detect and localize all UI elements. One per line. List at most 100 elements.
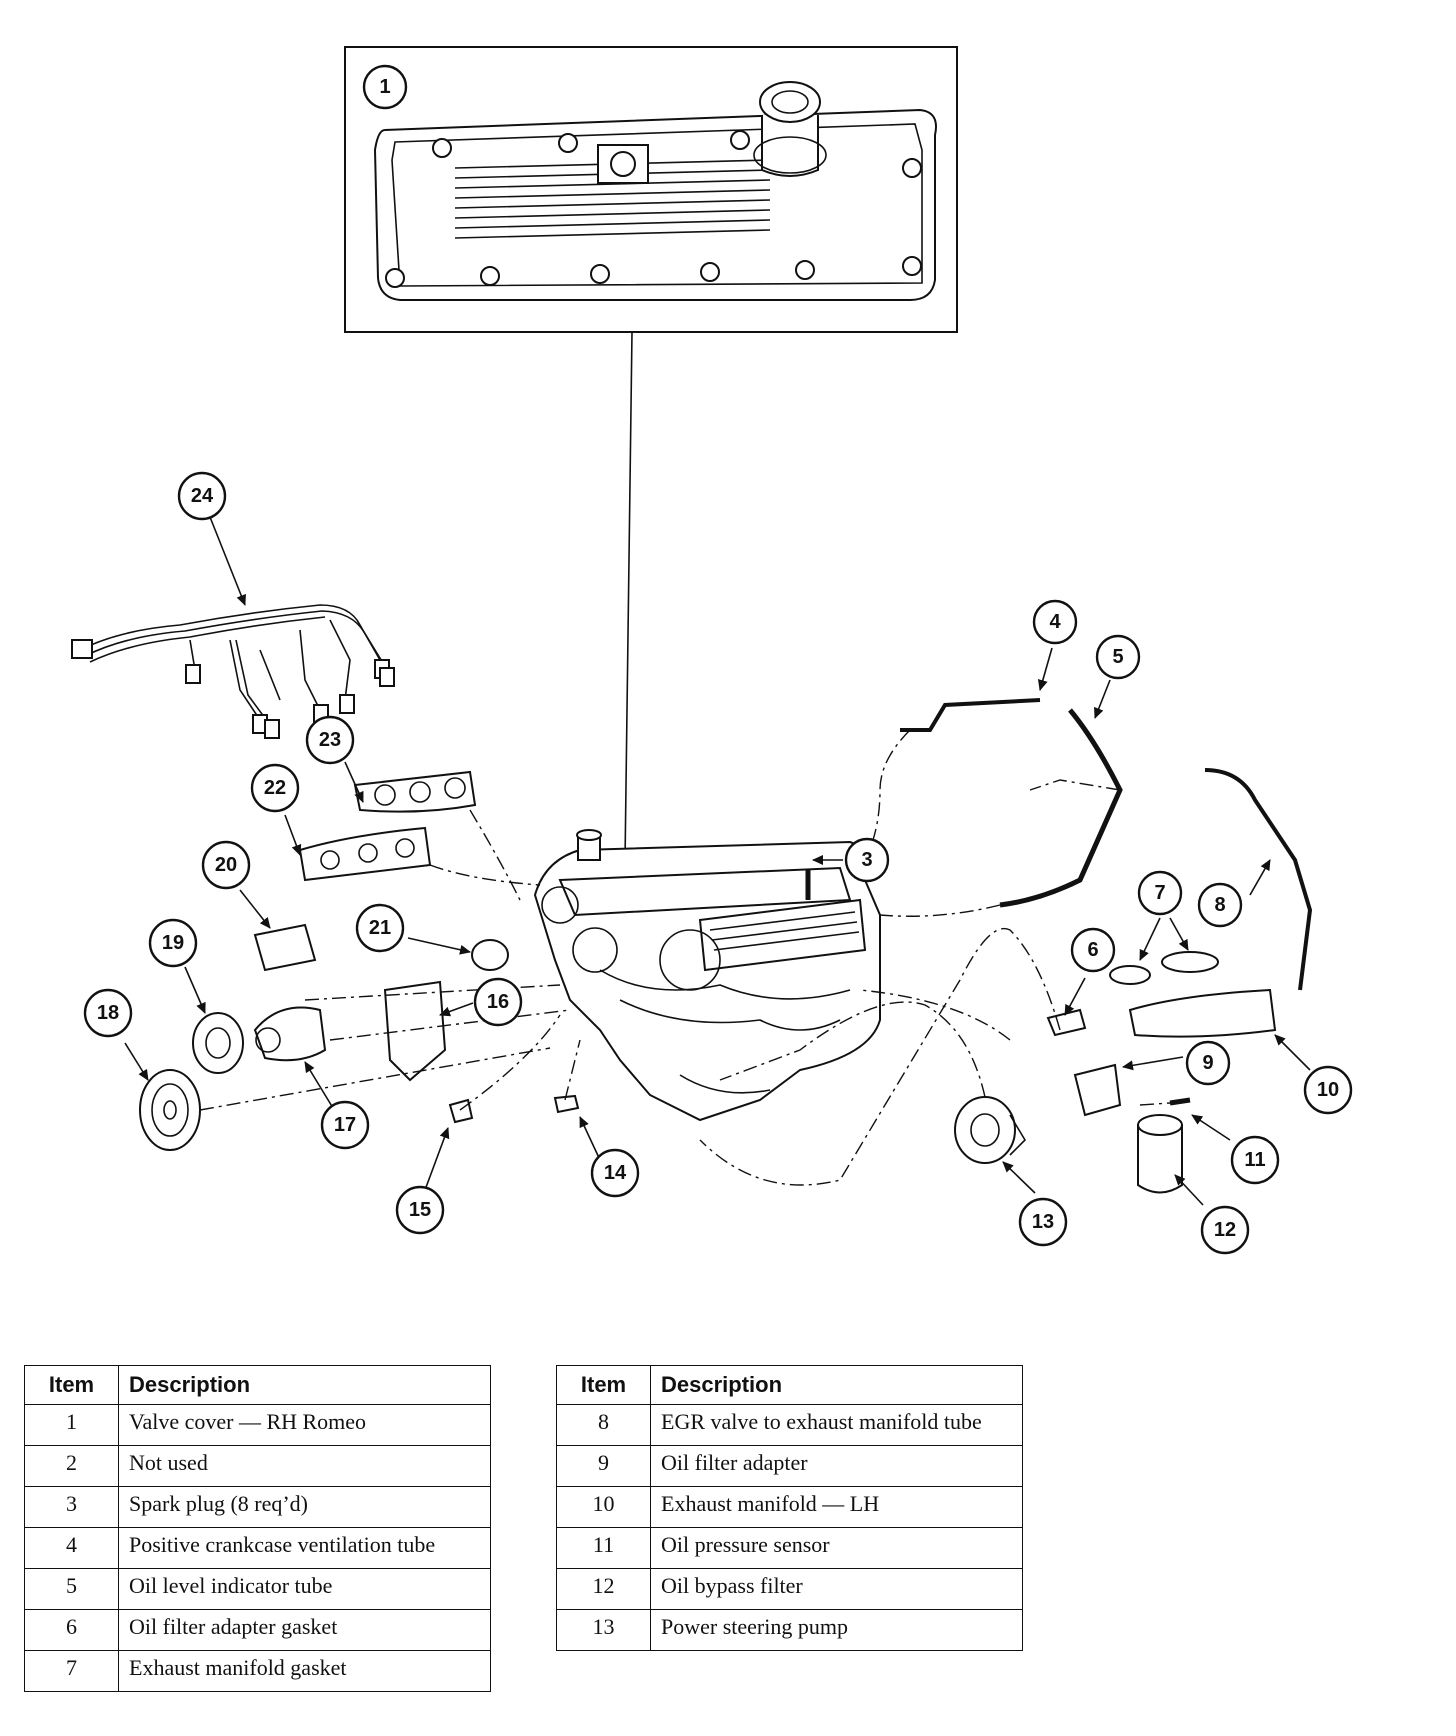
pcv-tube <box>900 698 1041 732</box>
callout-22: 22 <box>250 763 300 813</box>
item-description: Power steering pump <box>650 1609 1023 1651</box>
item-description: Oil pressure sensor <box>650 1527 1023 1569</box>
svg-text:9: 9 <box>1202 1052 1213 1074</box>
item-number: 12 <box>556 1568 651 1610</box>
item-description: Oil filter adapter gasket <box>118 1609 491 1651</box>
callout-11: 11 <box>1230 1135 1280 1185</box>
callout-7: 7 <box>1137 870 1183 916</box>
header-item: Item <box>556 1365 651 1405</box>
header-description: Description <box>118 1365 491 1405</box>
front-cover <box>383 980 447 1082</box>
valve-cover-inset <box>344 46 958 333</box>
item-number: 6 <box>24 1609 119 1651</box>
callout-1: 1 <box>362 64 408 110</box>
item-description: Spark plug (8 req’d) <box>118 1486 491 1528</box>
exhaust-manifold-lh <box>1128 988 1277 1038</box>
svg-text:4: 4 <box>1049 611 1061 633</box>
item-number: 9 <box>556 1445 651 1487</box>
water-pump <box>253 1006 327 1062</box>
engine-block <box>533 829 881 1122</box>
ignition-wiring-harness <box>71 604 395 739</box>
oil-level-indicator-tube <box>999 708 1123 908</box>
svg-text:14: 14 <box>604 1162 627 1184</box>
item-description: Oil filter adapter <box>650 1445 1023 1487</box>
svg-text:23: 23 <box>319 729 341 751</box>
svg-text:6: 6 <box>1087 939 1098 961</box>
callout-8: 8 <box>1197 882 1243 928</box>
callout-15: 15 <box>395 1185 445 1235</box>
item-number: 2 <box>24 1445 119 1487</box>
header-description: Description <box>650 1365 1023 1405</box>
item-description: Exhaust manifold — LH <box>650 1486 1023 1528</box>
svg-text:11: 11 <box>1244 1149 1265 1171</box>
sensor-14 <box>553 1094 580 1114</box>
idler-pulley <box>471 939 509 971</box>
callout-14: 14 <box>590 1148 640 1198</box>
callout-20: 20 <box>201 840 251 890</box>
callout-13: 13 <box>1018 1197 1068 1247</box>
item-description: Valve cover — RH Romeo <box>118 1404 491 1446</box>
egr-tube <box>1204 768 1313 991</box>
exhaust-manifold-rh <box>353 770 477 813</box>
svg-text:1: 1 <box>379 76 390 98</box>
callout-4: 4 <box>1032 599 1078 645</box>
leader-arrows <box>124 511 1311 1206</box>
callout-21: 21 <box>355 903 405 953</box>
exhaust-manifold-gasket-lh <box>1109 951 1219 985</box>
belt-tensioner <box>253 923 317 972</box>
svg-text:21: 21 <box>369 917 391 939</box>
svg-text:7: 7 <box>1154 882 1165 904</box>
oil-pressure-sensor <box>1169 1097 1191 1106</box>
svg-text:24: 24 <box>191 485 214 507</box>
svg-text:22: 22 <box>264 777 286 799</box>
callout-16: 16 <box>473 977 523 1027</box>
item-description: EGR valve to exhaust manifold tube <box>650 1404 1023 1446</box>
svg-text:10: 10 <box>1317 1079 1339 1101</box>
svg-text:19: 19 <box>162 932 184 954</box>
oil-filter-adapter <box>1073 1063 1122 1117</box>
callout-18: 18 <box>83 988 133 1038</box>
callout-5: 5 <box>1095 634 1141 680</box>
callout-23: 23 <box>305 715 355 765</box>
callout-9: 9 <box>1185 1040 1231 1086</box>
item-number: 13 <box>556 1609 651 1651</box>
callout-24: 24 <box>177 471 227 521</box>
item-number: 10 <box>556 1486 651 1528</box>
callout-12: 12 <box>1200 1205 1250 1255</box>
oil-bypass-filter <box>1137 1114 1183 1194</box>
item-number: 1 <box>24 1404 119 1446</box>
svg-text:15: 15 <box>409 1199 431 1221</box>
legend-header-row: Item Description <box>24 1365 491 1405</box>
item-description: Positive crankcase ventilation tube <box>118 1527 491 1569</box>
crankshaft-pulley <box>139 1069 201 1151</box>
exhaust-manifold-gasket-rh <box>298 826 432 882</box>
item-number: 11 <box>556 1527 651 1569</box>
legend-header-row: Item Description <box>556 1365 1023 1405</box>
svg-text:3: 3 <box>861 849 872 871</box>
item-number: 4 <box>24 1527 119 1569</box>
item-number: 8 <box>556 1404 651 1446</box>
item-number: 7 <box>24 1650 119 1692</box>
callout-6: 6 <box>1070 927 1116 973</box>
svg-text:18: 18 <box>97 1002 119 1024</box>
engine-exploded-diagram: 1 3 4 5 6 7 8 9 10 11 12 13 14 15 16 17 … <box>71 46 1353 1255</box>
water-pump-pulley <box>192 1012 244 1074</box>
svg-text:5: 5 <box>1112 646 1123 668</box>
item-number: 3 <box>24 1486 119 1528</box>
item-description: Oil level indicator tube <box>118 1568 491 1610</box>
callout-19: 19 <box>148 918 198 968</box>
